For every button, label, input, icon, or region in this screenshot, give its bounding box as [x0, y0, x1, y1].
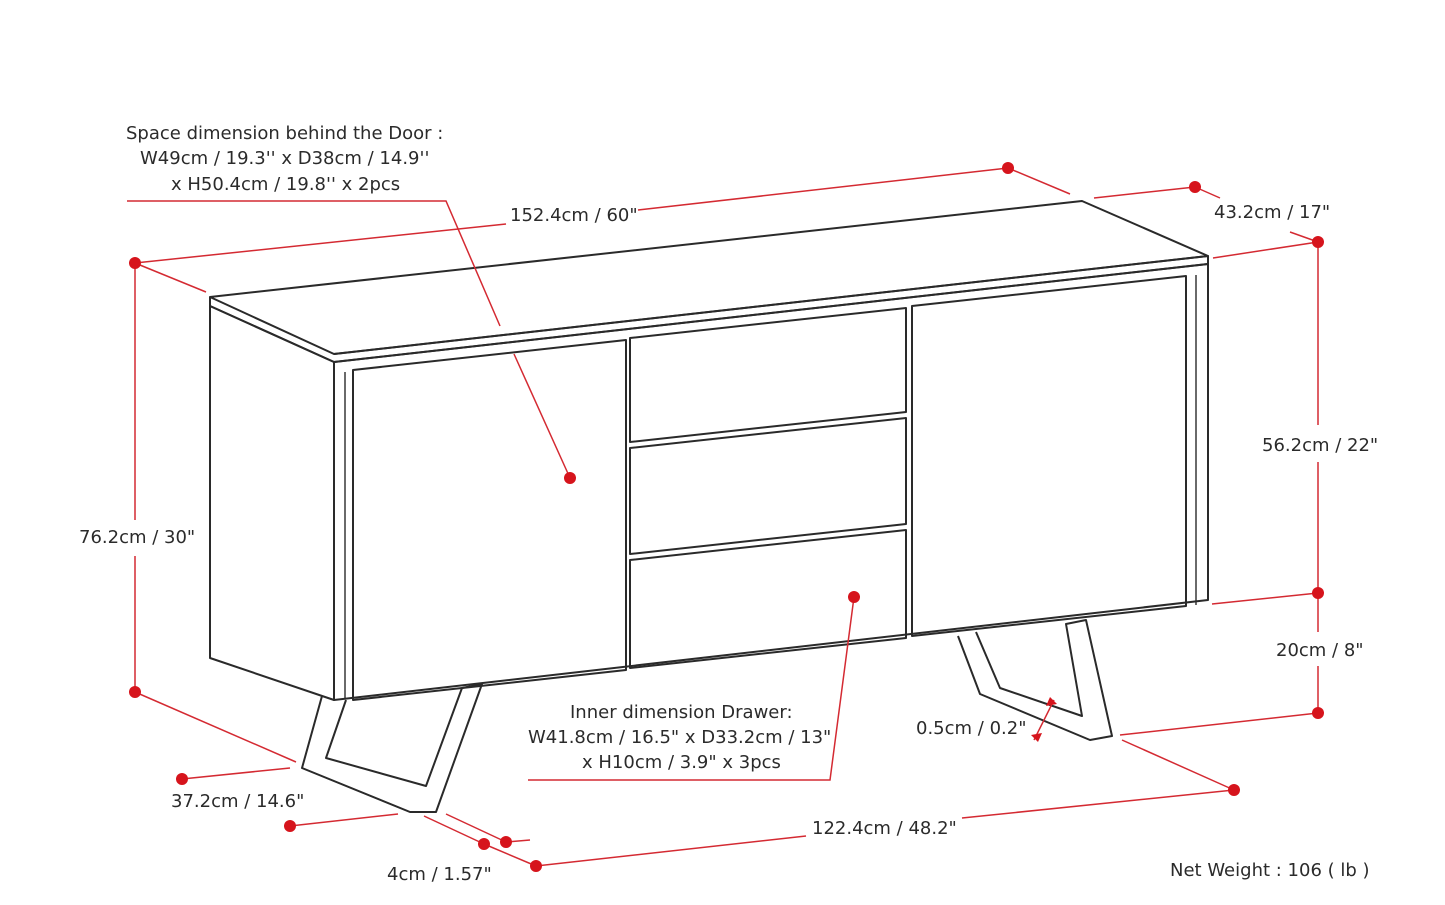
width-line-left	[134, 223, 507, 264]
leg-span-label: 122.4cm / 48.2"	[812, 818, 957, 839]
top-right-ext	[1212, 241, 1319, 259]
cabinet-bottom-ext	[1211, 592, 1319, 605]
leg-thickness-arrow-bottom	[1031, 733, 1042, 742]
right-leg	[957, 619, 1113, 741]
leg-width-line	[423, 815, 485, 845]
door-space-label-line-1: Space dimension behind the Door :	[126, 123, 444, 144]
top-left-edge	[209, 297, 335, 363]
dimension-lines	[127, 167, 1319, 867]
depth-line-b	[1093, 186, 1196, 199]
dot-leg-span-left	[530, 860, 542, 872]
floor-ext-right	[1119, 712, 1319, 736]
leg-thickness-arrow-top	[1046, 697, 1057, 706]
door-space-label-line-2: W49cm / 19.3'' x D38cm / 14.9''	[140, 148, 430, 169]
total-width-label: 152.4cm / 60"	[510, 205, 638, 226]
leg-span-line-c	[961, 789, 1235, 819]
width-ext-left	[134, 262, 207, 293]
door-space-pointer	[513, 353, 571, 479]
leg-width-line-2	[445, 813, 507, 843]
leg-span-line-a	[483, 843, 537, 867]
body-front	[333, 263, 1209, 701]
leg-depth-line	[134, 691, 297, 763]
dot-leg-span-right	[1228, 784, 1240, 796]
drawer-2	[629, 417, 907, 555]
sideboard-outline	[209, 200, 1209, 813]
cabinet-height-label: 56.2cm / 22"	[1262, 435, 1379, 456]
leg-depth-ext-bottom	[289, 813, 399, 827]
drawer-label-line-2: W41.8cm / 16.5" x D33.2cm / 13"	[528, 727, 832, 748]
dot-width-right	[1002, 162, 1014, 174]
dimension-dots	[129, 162, 1324, 872]
depth-label: 43.2cm / 17"	[1214, 202, 1331, 223]
leg-thickness-label: 0.5cm / 0.2"	[916, 718, 1027, 739]
right-door	[911, 275, 1187, 637]
drawer-3	[629, 529, 907, 669]
dot-floor-left	[129, 686, 141, 698]
leg-thickness-line	[1033, 699, 1055, 741]
dot-door-space	[564, 472, 576, 484]
drawer-label-line-1: Inner dimension Drawer:	[570, 702, 793, 723]
drawer-leader	[528, 596, 855, 781]
top-surface	[209, 200, 1209, 355]
left-leg	[301, 683, 483, 813]
leg-depth-label: 37.2cm / 14.6"	[171, 791, 305, 812]
leg-depth-ext-top	[181, 767, 291, 780]
door-space-label-line-3: x H50.4cm / 19.8'' x 2pcs	[171, 174, 401, 195]
total-height-label: 76.2cm / 30"	[79, 527, 196, 548]
dot-depth	[1189, 181, 1201, 193]
dot-leg-width-b	[500, 836, 512, 848]
net-weight-label: Net Weight : 106 ( lb )	[1170, 860, 1370, 881]
drawer-1	[629, 307, 907, 443]
dot-cabinet-bottom	[1312, 587, 1324, 599]
top-front-edge	[333, 255, 1209, 363]
body-left-side	[209, 305, 335, 701]
door-space-leader	[127, 200, 501, 327]
depth-line-a	[1007, 167, 1071, 195]
width-line-right	[637, 167, 1009, 211]
dot-leg-depth-top	[176, 773, 188, 785]
dot-width-left	[129, 257, 141, 269]
dot-floor-right	[1312, 707, 1324, 719]
leg-height-label: 20cm / 8"	[1276, 640, 1364, 661]
leg-span-line-b	[535, 835, 807, 867]
dot-top-right	[1312, 236, 1324, 248]
dot-drawer	[848, 591, 860, 603]
leg-span-ext	[1121, 739, 1235, 791]
leg-width-label: 4cm / 1.57"	[387, 864, 492, 885]
dot-leg-width-a	[478, 838, 490, 850]
left-leg-inner	[301, 767, 411, 813]
left-door	[352, 339, 627, 701]
drawer-label-line-3: x H10cm / 3.9" x 3pcs	[582, 752, 781, 773]
dot-leg-depth-bottom	[284, 820, 296, 832]
